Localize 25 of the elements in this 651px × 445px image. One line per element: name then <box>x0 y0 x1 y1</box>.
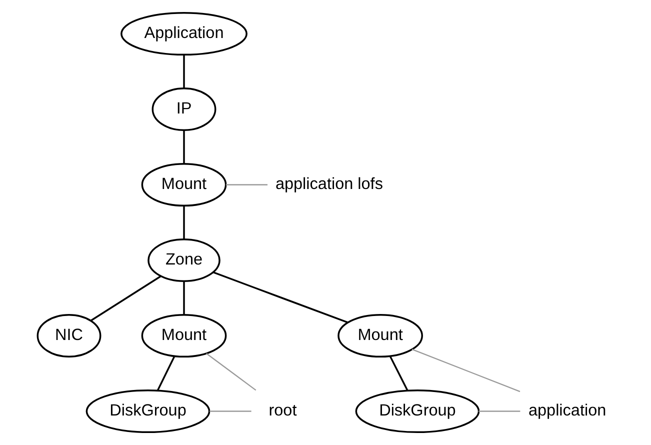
connector <box>182 281 184 315</box>
connector <box>388 356 408 391</box>
node-ellipse: Mount <box>140 314 226 358</box>
node-text: root <box>268 402 296 420</box>
connector <box>182 130 184 164</box>
node-text: application <box>528 402 606 420</box>
connector <box>206 353 256 391</box>
connector <box>182 54 184 88</box>
connector <box>209 410 251 412</box>
node-text: application lofs <box>274 175 382 194</box>
node-ellipse: DiskGroup <box>354 389 480 434</box>
connector <box>90 275 161 322</box>
connector <box>411 348 520 392</box>
node-ellipse: DiskGroup <box>85 389 210 434</box>
node-ellipse: Mount <box>140 162 226 207</box>
connector <box>212 272 348 324</box>
node-ellipse: Application <box>120 12 247 56</box>
connector <box>225 184 267 186</box>
connector <box>156 356 175 391</box>
node-ellipse: NIC <box>36 314 101 358</box>
node-ellipse: IP <box>151 87 216 132</box>
node-ellipse: Zone <box>147 238 220 282</box>
connector <box>182 206 184 240</box>
connector <box>478 410 520 412</box>
node-ellipse: Mount <box>337 314 422 358</box>
